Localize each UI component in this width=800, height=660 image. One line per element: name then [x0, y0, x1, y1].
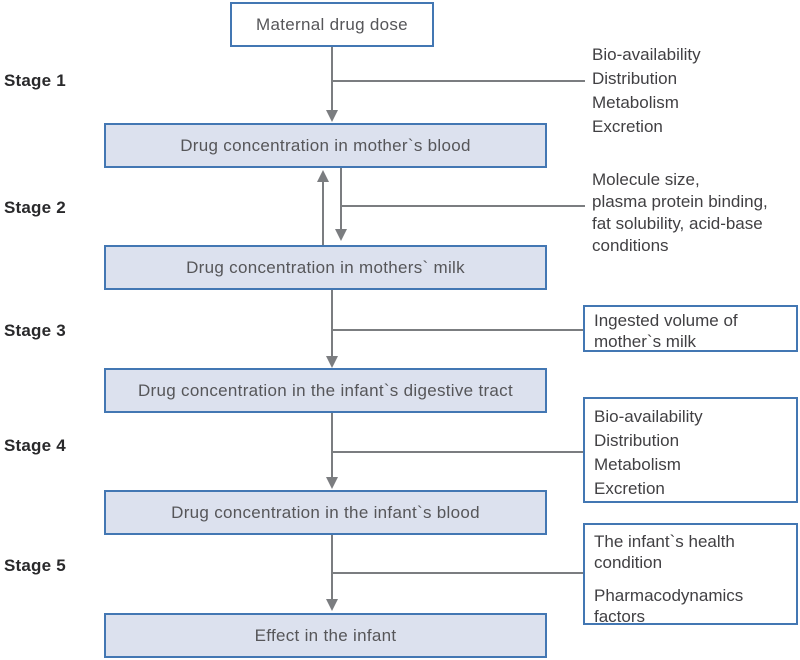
- stage-2-branch-line: [342, 205, 585, 207]
- stage-3-label: Stage 3: [4, 321, 66, 340]
- factor-line: Distribution: [592, 69, 678, 88]
- stage-3-branch-line: [332, 329, 583, 331]
- flow-box-maternal-drug-dose: Maternal drug dose: [230, 2, 434, 47]
- factor-line: Metabolism: [594, 455, 681, 474]
- stage-2-label: Stage 2: [4, 198, 66, 217]
- stage-1-label: Stage 1: [4, 71, 66, 90]
- factor-line: conditions: [592, 236, 669, 255]
- flow-box-mother-milk: Drug concentration in mothers` milk: [104, 245, 547, 290]
- factor-paragraph: The infant`s health condition: [594, 531, 792, 573]
- stage-2-arrowhead-up-icon: [317, 170, 329, 182]
- factor-line: Molecule size,: [592, 170, 700, 189]
- stage-1-arrowhead-down-icon: [326, 110, 338, 122]
- stage-5-factors-box: The infant`s health condition Pharmacody…: [583, 523, 798, 627]
- stage-4-arrow-line: [331, 413, 333, 477]
- flow-box-infant-blood: Drug concentration in the infant`s blood: [104, 490, 547, 535]
- stage-1-branch-line: [332, 80, 585, 82]
- factor-line: The infant`s health: [594, 532, 735, 551]
- factor-paragraph: Pharmacodynamics factors: [594, 585, 792, 627]
- stage-4-label: Stage 4: [4, 436, 66, 455]
- factor-line: factors: [594, 607, 646, 626]
- stage-1-factors: Bio-availability Distribution Metabolism…: [592, 43, 701, 139]
- flow-box-mother-blood: Drug concentration in mother`s blood: [104, 123, 547, 168]
- factor-line: condition: [594, 553, 663, 572]
- stage-4-branch-line: [332, 451, 583, 453]
- factor-line: Pharmacodynamics: [594, 586, 744, 605]
- stage-3-arrow-line: [331, 290, 333, 356]
- stage-5-arrow-line: [331, 535, 333, 599]
- factor-line: plasma protein binding,: [592, 192, 768, 211]
- factor-line: Ingested volume of: [594, 311, 738, 330]
- factor-line: Excretion: [594, 479, 665, 498]
- stage-5-branch-line: [332, 572, 583, 574]
- stage-4-arrowhead-down-icon: [326, 477, 338, 489]
- factor-line: Bio-availability: [594, 407, 703, 426]
- factor-line: Excretion: [592, 117, 663, 136]
- factor-line: fat solubility, acid-base: [592, 214, 763, 233]
- stage-2-up-arrow-line: [322, 181, 324, 245]
- stage-3-factors-box: Ingested volume of mother`s milk: [583, 305, 798, 352]
- stage-5-arrowhead-down-icon: [326, 599, 338, 611]
- factor-line: Distribution: [594, 431, 680, 450]
- stage-5-label: Stage 5: [4, 556, 66, 575]
- factor-line: Bio-availability: [592, 45, 701, 64]
- stage-3-arrowhead-down-icon: [326, 356, 338, 368]
- stage-2-down-arrow-line: [340, 168, 342, 229]
- stage-2-arrowhead-down-icon: [335, 229, 347, 241]
- flow-box-infant-effect: Effect in the infant: [104, 613, 547, 658]
- stage-4-factors-box: Bio-availability Distribution Metabolism…: [583, 397, 798, 503]
- stage-2-factors: Molecule size, plasma protein binding, f…: [592, 169, 768, 257]
- stage-1-arrow-line: [331, 47, 333, 111]
- factor-line: Metabolism: [592, 93, 679, 112]
- factor-line: mother`s milk: [594, 332, 697, 351]
- flow-box-infant-digestive-tract: Drug concentration in the infant`s diges…: [104, 368, 547, 413]
